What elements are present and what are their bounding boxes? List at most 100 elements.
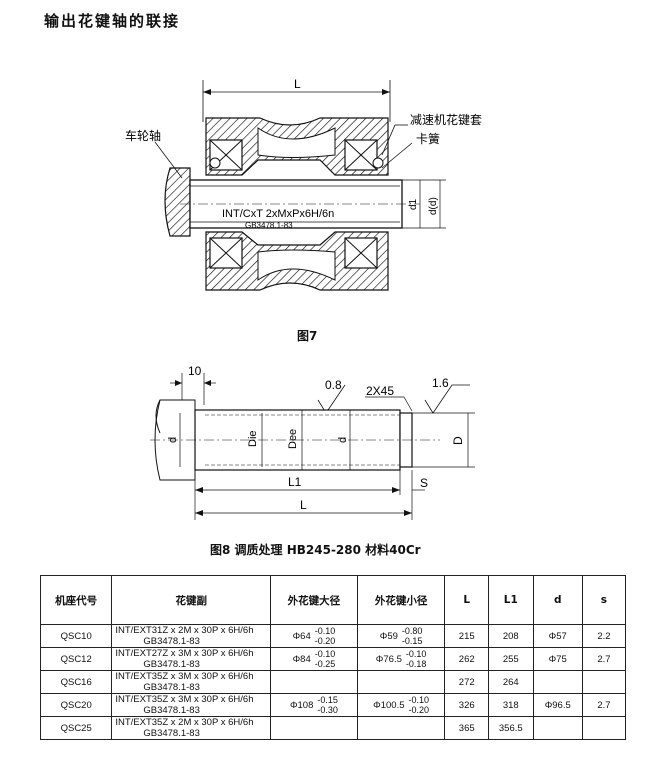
spline-line-2: GB3478.1-83: [143, 636, 200, 647]
tol-upper: -0.10: [314, 626, 336, 636]
roughness-label-1: 0.8: [325, 378, 342, 392]
leader-line: [381, 124, 396, 156]
seal-circle: [209, 157, 221, 169]
header-cell: L1: [487, 575, 534, 625]
chamfer-label: 2X45: [366, 384, 394, 398]
tol-lower: -0.15: [401, 636, 423, 646]
spline-spec-label: INT/CxT 2xMxPx6H/6n: [222, 208, 334, 220]
major-dia: Φ64: [292, 630, 311, 642]
cell-d: Φ96.5: [532, 693, 583, 717]
cell-L: 262: [444, 647, 489, 671]
tol-lower: -0.30: [317, 705, 338, 715]
tol-upper: -0.10: [314, 649, 336, 659]
page-title: 输出花键轴的联接: [44, 12, 181, 30]
cell-code: QSC10: [39, 624, 113, 648]
cell-s: 2.7: [581, 647, 627, 671]
bearing-cross: [344, 139, 378, 171]
bearing-cross: [209, 237, 243, 269]
cell-d: Φ57: [532, 624, 583, 648]
label-circlip: 卡簧: [416, 131, 440, 146]
tol-lower: -0.20: [408, 705, 430, 715]
dim-label-dd: d(d): [428, 197, 439, 215]
figure-7-drawing: L INT/CxT 2xMxPx6H/6n GB3478.1-83 d1 d(d…: [125, 77, 482, 291]
arrow-icon: [392, 487, 400, 493]
roughness-icon: [424, 384, 470, 414]
arrow-icon: [203, 89, 211, 95]
cell-major: Φ84-0.10-0.25: [270, 647, 358, 671]
major-dia: Φ108: [289, 699, 314, 711]
dim-label-d1: d1: [408, 198, 419, 210]
cell-minor: [356, 716, 446, 740]
cell-L1: 208: [487, 624, 534, 648]
cell-major: [270, 670, 358, 694]
header-cell: 花键副: [111, 575, 272, 625]
cell-code: QSC20: [39, 693, 113, 717]
cell-major: [270, 716, 358, 740]
spline-line-2: GB3478.1-83: [143, 682, 200, 693]
roughness-label-2: 1.6: [432, 376, 449, 390]
dim-label-L: L: [300, 498, 307, 512]
spline-line-1: INT/EXT35Z x 3M x 30P x 6H/6h: [115, 694, 254, 705]
spline-line-2: GB3478.1-83: [143, 705, 200, 716]
cell-code: QSC16: [39, 670, 113, 694]
tol-upper: -0.80: [401, 626, 423, 636]
cell-L: 326: [444, 693, 489, 717]
header-cell: d: [532, 575, 583, 625]
cell-d: Φ75: [532, 647, 583, 671]
standard-label: GB3478.1-83: [245, 221, 293, 230]
dim-label-L: L: [294, 77, 301, 91]
minor-dia: Φ76.5: [375, 653, 402, 665]
arrow-icon: [204, 380, 211, 386]
cell-L1: 264: [487, 670, 534, 694]
figure-8-drawing: 10 0.8 2X45 1.6 d Die Dee d D L1 S L: [150, 364, 475, 520]
wheel-shaft-section: [164, 167, 191, 237]
major-dia: Φ84: [292, 653, 311, 665]
arrow-icon: [382, 89, 390, 95]
header-cell: 外花键大径: [270, 575, 358, 625]
cell-L1: 318: [487, 693, 534, 717]
cell-L1: 255: [487, 647, 534, 671]
leader-line: [403, 396, 413, 412]
header-cell: s: [581, 575, 627, 625]
tol-lower: -0.20: [314, 636, 336, 646]
minor-dia: Φ59: [379, 630, 398, 642]
cell-code: QSC12: [39, 647, 113, 671]
spec-table: 机座代号 花键副 外花键大径 外花键小径 L L1 d s QSC10 INT/…: [39, 575, 627, 740]
bearing-cross: [344, 237, 378, 269]
dim-label-Dee: Dee: [287, 429, 299, 449]
dim-label-d: d: [167, 437, 179, 443]
arrow-icon: [175, 380, 182, 386]
cell-minor: [356, 670, 446, 694]
cell-s: [581, 670, 627, 694]
cell-code: QSC25: [39, 716, 113, 740]
cell-s: 2.2: [581, 624, 627, 648]
label-reducer-sleeve: 减速机花键套: [410, 112, 482, 127]
spline-line-1: INT/EXT35Z x 2M x 30P x 6H/6h: [115, 717, 254, 728]
cell-minor: Φ59-0.80-0.15: [356, 624, 446, 648]
table-header-row: 机座代号 花键副 外花键大径 外花键小径 L L1 d s: [39, 575, 627, 625]
dim-label-d2: d: [337, 437, 349, 443]
cell-minor: Φ76.5-0.10-0.18: [356, 647, 446, 671]
hub-lower-cavity: [257, 249, 336, 281]
label-wheel-shaft: 车轮轴: [125, 128, 161, 143]
cell-d: [532, 716, 583, 740]
dim-label-L1: L1: [288, 475, 302, 489]
arrow-icon: [404, 510, 412, 516]
cell-minor: Φ100.5-0.10-0.20: [356, 693, 446, 717]
dim-label-D: D: [451, 436, 465, 445]
cell-d: [532, 670, 583, 694]
cell-s: 2.7: [581, 693, 627, 717]
arrow-icon: [195, 487, 203, 493]
header-cell: 机座代号: [39, 575, 113, 625]
cell-L1: 356.5: [487, 716, 534, 740]
cell-s: [581, 716, 627, 740]
